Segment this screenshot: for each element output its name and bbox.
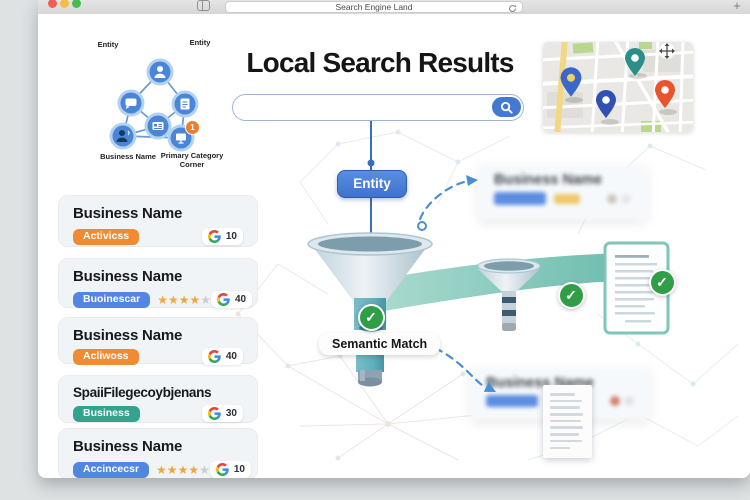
map-pin-blue-left xyxy=(560,67,582,97)
entity-node-button: Entity xyxy=(337,170,407,198)
map-pin-teal xyxy=(625,48,645,76)
result-card-2: Business Name Buoinescar ★★★★★ 40 xyxy=(58,258,258,308)
check-icon-ribbon: ✓ xyxy=(557,281,585,309)
result-title: Business Name xyxy=(73,438,183,455)
result-title: Business Name xyxy=(73,327,183,344)
result-card-5: Business Name Accincecsr ★★★★★ 10 xyxy=(58,428,258,478)
result-title: SpaiiFilegecoybjenans xyxy=(73,385,212,400)
entity-label-left: Entity xyxy=(97,40,119,49)
google-review-pill: 30 xyxy=(201,405,243,422)
map-pan-icon xyxy=(659,43,675,59)
google-g-icon xyxy=(208,230,221,243)
result-title: Business Name xyxy=(73,205,183,222)
category-badge: Buoinescar xyxy=(73,291,151,308)
google-review-pill: 10 xyxy=(201,228,243,245)
blurred-count xyxy=(621,193,631,204)
graph-node-document-icon xyxy=(171,90,199,118)
entity-label-right: Entity xyxy=(189,38,211,47)
category-badge: Activicss xyxy=(73,228,140,245)
review-count: 40 xyxy=(234,294,247,305)
google-g-icon xyxy=(208,407,221,420)
google-review-pill: 10 xyxy=(209,461,251,478)
close-window-button[interactable] xyxy=(47,0,57,8)
graph-node-person-icon xyxy=(146,58,174,86)
notification-badge: 1 xyxy=(185,120,200,135)
blurred-google-icon xyxy=(610,396,620,406)
star-rating: ★★★★★ xyxy=(157,292,211,307)
review-count: 10 xyxy=(233,464,245,475)
address-bar-title: Search Engine Land xyxy=(335,2,413,12)
primary-category-label: Primary Category Corner xyxy=(160,151,224,169)
result-card-1: Business Name Activicss 10 xyxy=(58,195,258,247)
google-review-pill: 40 xyxy=(210,291,253,308)
browser-window: Search Engine Land + xyxy=(38,0,750,478)
blurred-card-title: Business Name xyxy=(494,172,602,188)
blurred-badge xyxy=(486,395,538,407)
blurred-result-card-top: Business Name xyxy=(478,165,647,220)
minimize-window-button[interactable] xyxy=(59,0,69,8)
map-road-yellow xyxy=(554,42,568,132)
graph-node-contact-icon xyxy=(109,122,137,150)
review-count: 10 xyxy=(225,231,237,242)
sidebar-toggle-icon[interactable] xyxy=(197,0,210,11)
verified-document-icon xyxy=(603,241,670,335)
new-tab-button[interactable]: + xyxy=(733,0,741,13)
background-mesh-pattern xyxy=(235,129,739,461)
entity-graph-diagram xyxy=(109,58,199,152)
result-title: Business Name xyxy=(73,268,183,285)
result-card-4: SpaiiFilegecoybjenans Business 30 xyxy=(58,375,258,423)
google-g-icon xyxy=(208,350,221,363)
category-badge: Accincecsr xyxy=(73,461,150,478)
review-count: 40 xyxy=(225,351,237,362)
check-icon-funnel: ✓ xyxy=(357,303,385,331)
small-funnel-icon xyxy=(477,258,541,331)
star-rating: ★★★★★ xyxy=(156,462,210,477)
browser-toolbar: Search Engine Land + xyxy=(38,0,750,15)
map-pin-blue-bottom xyxy=(596,90,616,118)
infographic-title: Local Search Results xyxy=(246,47,514,78)
review-count: 30 xyxy=(225,408,237,419)
search-button[interactable] xyxy=(492,97,521,117)
zoom-window-button[interactable] xyxy=(71,0,81,8)
result-card-3: Business Name Acliwoss 40 xyxy=(58,317,258,365)
category-badge: Business xyxy=(73,405,140,422)
semantic-match-label: Semantic Match xyxy=(319,333,441,355)
google-review-pill: 40 xyxy=(201,348,243,365)
search-input[interactable] xyxy=(232,94,524,121)
search-icon xyxy=(500,101,513,114)
business-name-label: Business Name xyxy=(100,152,156,161)
page-content: Entity Entity Business Name Primary Cate… xyxy=(38,14,750,478)
graph-node-chat-icon xyxy=(117,89,145,117)
graph-node-id-card-icon xyxy=(144,112,172,140)
address-bar[interactable]: Search Engine Land xyxy=(225,1,523,13)
blurred-stars xyxy=(554,193,580,204)
blurred-google-icon xyxy=(607,193,617,204)
check-icon-document: ✓ xyxy=(648,268,676,296)
blurred-badge xyxy=(494,192,546,205)
document-page-icon xyxy=(543,385,592,458)
category-badge: Acliwoss xyxy=(73,348,139,365)
map-pin-orange xyxy=(655,80,675,108)
map-thumbnail xyxy=(543,42,693,132)
refresh-icon[interactable] xyxy=(508,4,517,13)
map-graphic xyxy=(543,42,693,132)
blurred-count xyxy=(624,396,634,406)
google-g-icon xyxy=(217,293,230,306)
funnel-stem xyxy=(356,355,384,387)
google-g-icon xyxy=(216,463,229,476)
